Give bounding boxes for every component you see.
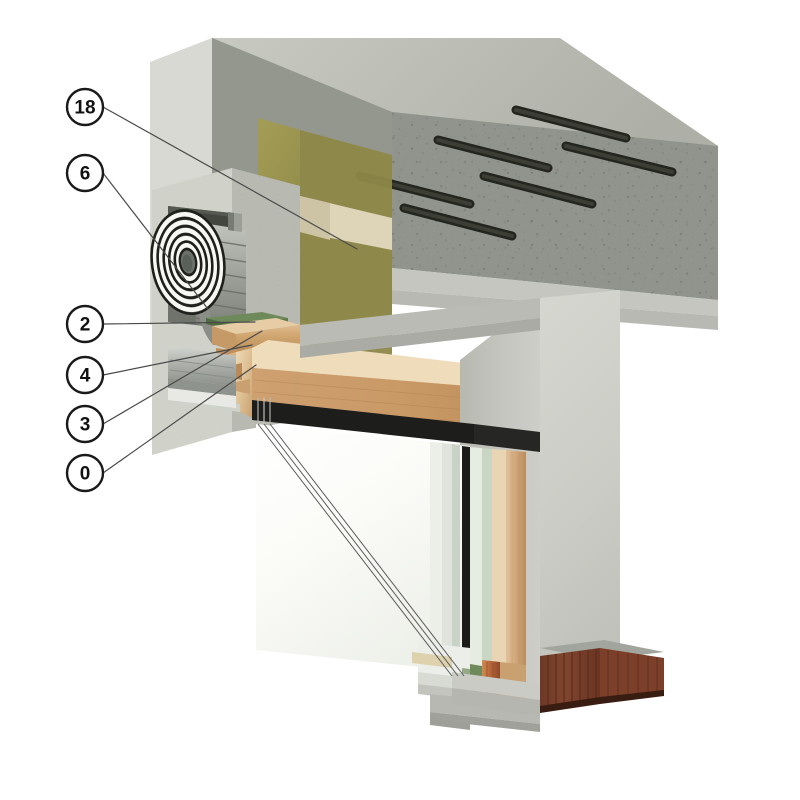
sill-base-block (452, 672, 540, 716)
leader-2 (102, 321, 256, 325)
gasket-green-top (206, 312, 288, 325)
leader-0 (102, 364, 257, 474)
window-sash (470, 447, 526, 678)
opening-head-soffit (300, 298, 540, 358)
soffit-strip (168, 388, 236, 408)
callout-marker-4[interactable]: 4 (65, 355, 105, 395)
leader-3 (102, 330, 263, 425)
insulated-glazing-unit (256, 424, 470, 672)
head-shadow-reveal (252, 400, 540, 452)
callout-marker-3[interactable]: 3 (65, 404, 105, 444)
callout-marker-18[interactable]: 18 (65, 87, 105, 127)
plinth-cladding (540, 640, 664, 713)
callout-label-18: 18 (74, 98, 95, 119)
glazing-edge-lines (257, 397, 271, 425)
callout-markers: 18 6 2 4 3 0 (65, 87, 105, 493)
callout-leaders-extended (257, 423, 465, 677)
leader-6 (102, 172, 209, 310)
shutter-coil (150, 208, 226, 316)
callout-leaders (102, 106, 358, 474)
callout-marker-0[interactable]: 0 (65, 453, 105, 493)
leader-18 (102, 106, 358, 250)
insulation-block-beige (300, 196, 392, 250)
rebar-dowels (355, 105, 677, 241)
callout-label-2: 2 (80, 315, 91, 336)
callout-label-4: 4 (80, 366, 91, 387)
callout-marker-6[interactable]: 6 (65, 153, 105, 193)
insulation-return (530, 222, 560, 300)
callout-label-0: 0 (80, 464, 91, 485)
leader-4 (102, 344, 253, 376)
callout-marker-2[interactable]: 2 (65, 304, 105, 344)
footing-edge (430, 718, 470, 730)
callout-label-6: 6 (80, 164, 91, 185)
callout-label-3: 3 (80, 415, 91, 436)
